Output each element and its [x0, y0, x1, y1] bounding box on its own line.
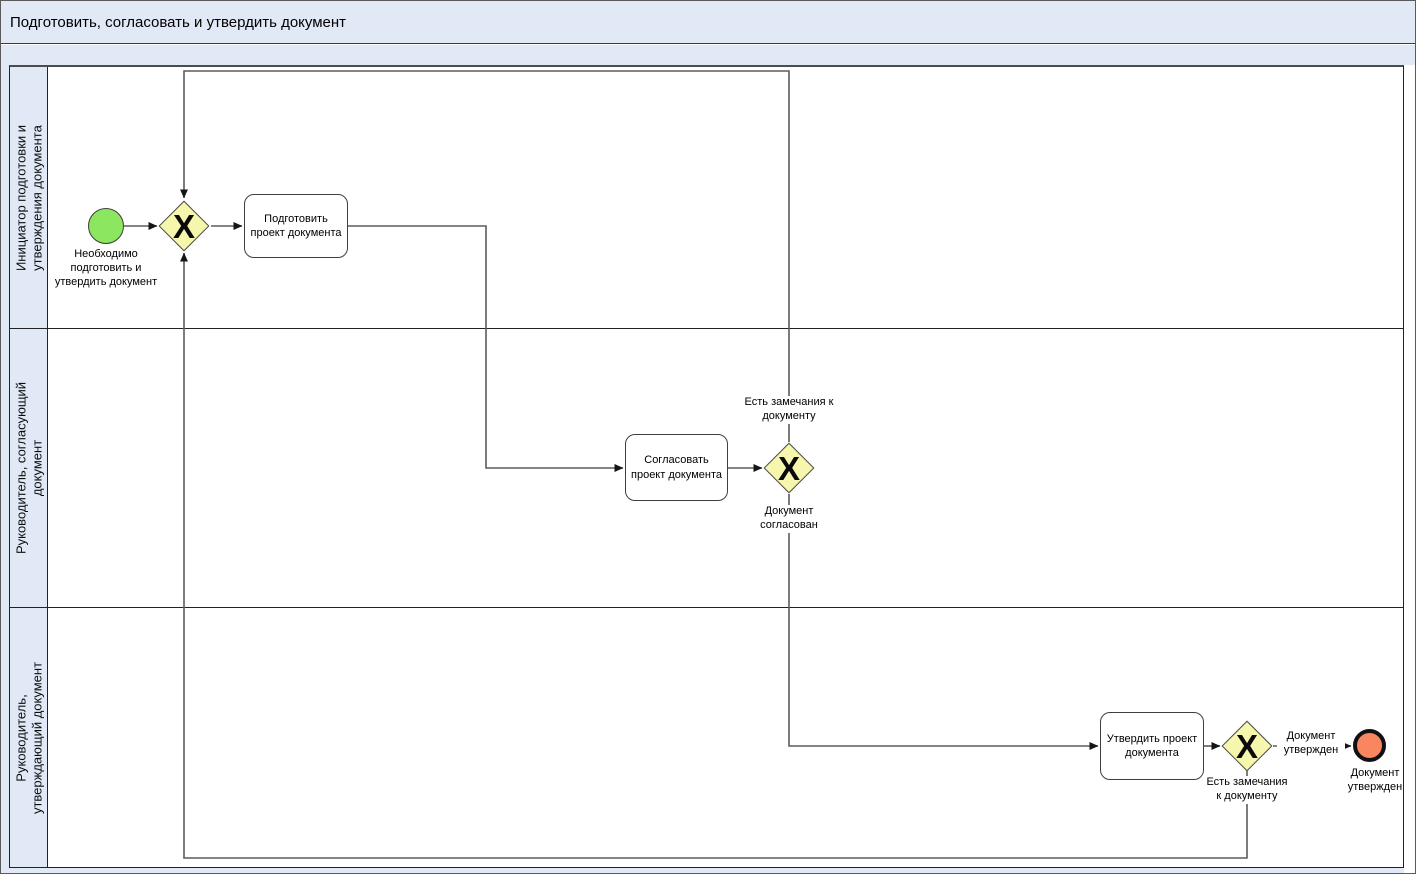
flow-label-agreed: Документ согласован: [749, 505, 829, 533]
lane-approving-manager: Руководитель, утверждающий документ: [10, 608, 1403, 867]
end-event[interactable]: [1353, 729, 1386, 762]
start-event-label: Необходимо подготовить и утвердить докум…: [54, 248, 158, 288]
flow-label-remarks-top: Есть замечания к документу: [734, 396, 844, 424]
end-event-label: Документ утвержден: [1347, 767, 1403, 793]
lane-initiator-name: Инициатор подготовки и утверждения докум…: [12, 124, 44, 271]
lane-approving-manager-header[interactable]: Руководитель, утверждающий документ: [10, 608, 48, 867]
left-margin: [1, 45, 9, 873]
flow-label-remarks-bottom: Есть замечания к документу: [1204, 776, 1290, 804]
lane-approving-manager-name: Руководитель, утверждающий документ: [12, 661, 44, 814]
start-event[interactable]: [88, 208, 124, 244]
lane-initiator-header[interactable]: Инициатор подготовки и утверждения докум…: [10, 67, 48, 328]
xor-gateway-1-icon: X: [172, 207, 195, 245]
lane-agreeing-manager-name: Руководитель, согласующий документ: [12, 381, 44, 555]
flow-label-approved: Документ утвержден: [1277, 730, 1345, 758]
lane-agreeing-manager-header[interactable]: Руководитель, согласующий документ: [10, 329, 48, 607]
task-prepare-document[interactable]: Подготовить проект документа: [244, 194, 348, 258]
diagram-title-bar: Подготовить, согласовать и утвердить док…: [1, 1, 1415, 44]
xor-gateway-2-icon: X: [777, 449, 800, 487]
bottom-margin: [1, 868, 1404, 873]
xor-gateway-3-icon: X: [1235, 727, 1258, 765]
margin-band: [1, 45, 1415, 65]
task-agree-document[interactable]: Согласовать проект документа: [625, 434, 728, 501]
lane-initiator: Инициатор подготовки и утверждения докум…: [10, 67, 1403, 329]
task-approve-document[interactable]: Утвердить проект документа: [1100, 712, 1204, 780]
diagram-title: Подготовить, согласовать и утвердить док…: [10, 13, 347, 31]
